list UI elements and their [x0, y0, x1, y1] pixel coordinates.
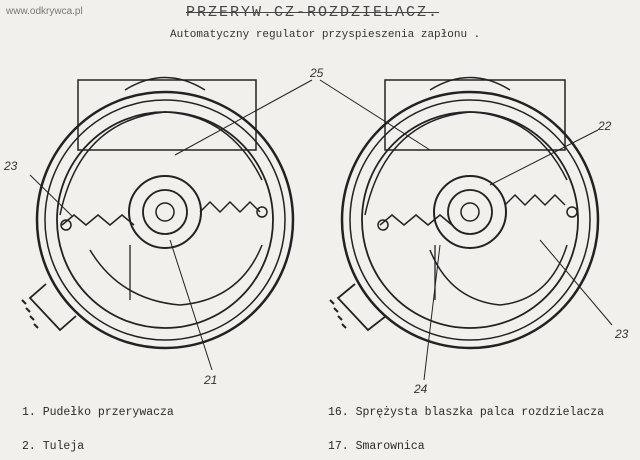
left-housing-box	[77, 79, 257, 151]
label-24: 24	[413, 382, 428, 396]
label-22: 22	[597, 119, 612, 133]
right-lubricator	[336, 283, 387, 332]
right-housing-box	[384, 79, 566, 151]
left-lubricator	[28, 283, 77, 332]
diagram-title: PRZERYW.CZ-ROZDZIELACZ.	[186, 4, 440, 21]
watermark: www.odkrywca.pl	[6, 6, 83, 17]
legend-item-17: 17. Smarownica	[328, 440, 425, 453]
left-cam-plate	[56, 111, 274, 329]
legend-item-16: 16. Sprężysta blaszka palca rozdzielacza	[328, 406, 605, 419]
diagram-subtitle: Automatyczny regulator przyspieszenia za…	[170, 29, 481, 41]
left-spring-right	[199, 200, 261, 214]
part-labels: 25 23 21 22 23 24	[3, 66, 629, 396]
right-spring-right	[504, 193, 566, 207]
right-outer-ring	[340, 90, 600, 350]
left-outer-ring	[35, 90, 295, 350]
label-23-right: 23	[614, 327, 629, 341]
leader-lines	[29, 79, 613, 381]
label-25: 25	[309, 66, 324, 80]
right-cam-plate	[361, 111, 579, 329]
right-hub	[433, 175, 507, 249]
left-regulator	[21, 76, 295, 350]
left-spring-left	[61, 214, 135, 226]
label-23-left: 23	[3, 159, 18, 173]
legend-item-1: 1. Pudełko przerywacza	[22, 406, 174, 419]
legend-item-2: 2. Tuleja	[22, 440, 85, 453]
right-spring-left	[379, 214, 453, 226]
right-regulator	[329, 76, 600, 350]
label-21: 21	[203, 373, 217, 387]
left-hub	[128, 175, 202, 249]
diagram-drawing: 25 23 21 22 23 24	[3, 66, 629, 396]
